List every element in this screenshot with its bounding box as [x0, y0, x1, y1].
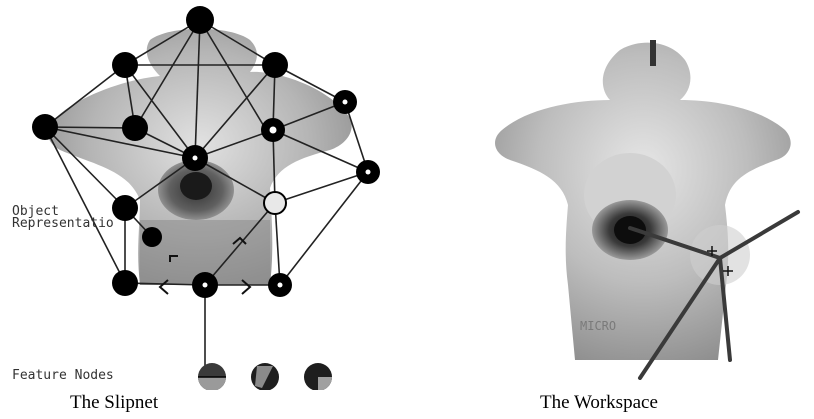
feature-nodes-label: Feature Nodes [12, 370, 114, 382]
feature-nodes [198, 363, 332, 390]
object-label-line2: Representatio [12, 218, 114, 230]
feature-node-2 [251, 363, 279, 390]
slipnet-node [142, 227, 162, 247]
slipnet-diagram [0, 0, 420, 390]
slipnet-node [112, 52, 138, 78]
slipnet-node [32, 114, 58, 140]
slipnet-node [112, 195, 138, 221]
embossed-logo: MICRO [580, 319, 616, 333]
slipnet-node [262, 52, 288, 78]
workspace-caption: The Workspace [540, 392, 658, 414]
workspace-image: MICRO [480, 30, 814, 380]
slipnet-caption: The Slipnet [70, 392, 158, 414]
slipnet-node [186, 6, 214, 34]
feature-node-1 [198, 363, 226, 390]
workspace-object: MICRO [495, 40, 791, 360]
slipnet-node-highlighted [264, 192, 286, 214]
slipnet-node [122, 115, 148, 141]
slipnet-node [112, 270, 138, 296]
feature-node-3 [304, 363, 332, 390]
